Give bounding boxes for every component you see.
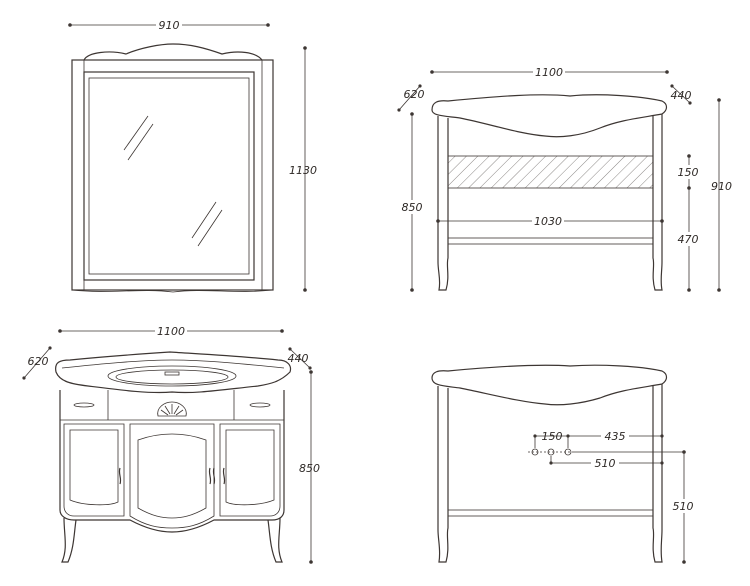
side-view-top: 1100 620 440 850 1030 xyxy=(397,65,732,292)
mirror-width-dimension: 910 xyxy=(68,18,270,32)
side-top-depth-right-dimension: 440 xyxy=(670,84,692,105)
front-door-right xyxy=(219,423,281,517)
side-top-band-label: 150 xyxy=(678,166,699,179)
front-depth-left-dimension: 620 xyxy=(22,346,52,380)
rear-view: 150 435 510 510 xyxy=(431,364,696,564)
rear-pipe-span-label: 510 xyxy=(595,457,616,470)
side-top-width-label: 1100 xyxy=(535,66,563,79)
front-depth-right-label: 440 xyxy=(288,352,309,365)
front-height-dimension: 850 xyxy=(299,370,320,564)
front-top xyxy=(55,351,292,394)
side-top-depth-left-dimension: 620 xyxy=(397,84,425,112)
front-width-label: 1100 xyxy=(157,325,185,338)
front-door-left xyxy=(63,423,125,517)
mirror-height-label: 1130 xyxy=(289,164,317,177)
front-view: 1100 620 440 850 xyxy=(22,324,320,564)
side-top-depth-left-label: 620 xyxy=(404,88,425,101)
mirror-base xyxy=(71,289,274,293)
rear-pipe-gap-dimension: 150 xyxy=(533,430,570,448)
side-top-inner-width-dimension: 1030 xyxy=(436,214,664,228)
side-top-hatched-band xyxy=(447,155,654,189)
mirror-view: 910 1130 xyxy=(68,18,317,293)
side-top-width-dimension: 1100 xyxy=(430,65,669,79)
side-top-depth-right-label: 440 xyxy=(671,89,692,102)
front-basin xyxy=(107,365,237,387)
front-height-label: 850 xyxy=(299,462,320,475)
mirror-width-label: 910 xyxy=(159,19,180,32)
rear-pipe-offset-dimension: 435 xyxy=(567,429,664,448)
side-top-left-leg xyxy=(437,116,449,291)
side-top-vertical-dimensions: 150 470 xyxy=(676,154,700,292)
side-top-stretcher xyxy=(447,237,654,245)
rear-pipe-height-label: 510 xyxy=(673,500,694,513)
front-width-dimension: 1100 xyxy=(58,324,284,338)
mirror-outer-frame xyxy=(71,59,274,291)
rear-left-leg xyxy=(437,386,449,563)
side-top-total-height-label: 910 xyxy=(711,180,732,193)
mirror-reflection-marks xyxy=(123,115,223,247)
side-top-right-leg xyxy=(652,114,663,291)
front-door-handles xyxy=(118,467,226,485)
rear-pipe-offset-label: 435 xyxy=(605,430,626,443)
rear-pipe-markers xyxy=(528,448,574,456)
rear-stretcher xyxy=(447,509,654,517)
rear-pipe-span-dimension: 510 xyxy=(549,456,664,470)
front-drawer-handle-left xyxy=(73,402,95,408)
side-top-total-height-dimension: 910 xyxy=(711,98,732,292)
rear-top xyxy=(431,364,668,406)
side-top-height-label: 850 xyxy=(402,201,423,214)
front-depth-left-label: 620 xyxy=(28,355,49,368)
mirror-inner-frame xyxy=(83,71,255,281)
mirror-crown xyxy=(83,43,263,61)
front-door-center xyxy=(129,423,215,529)
rear-pipe-gap-label: 150 xyxy=(542,430,563,443)
side-top-height-dimension: 850 xyxy=(398,112,424,292)
front-left-leg xyxy=(61,517,77,563)
rear-pipe-height-dimension: 510 xyxy=(574,450,696,564)
side-top-basin xyxy=(431,94,668,138)
rear-right-leg xyxy=(652,384,663,563)
front-depth-right-dimension: 440 xyxy=(288,347,312,370)
front-cabinet-body xyxy=(59,390,285,533)
mirror-height-dimension: 1130 xyxy=(289,46,317,292)
front-ornament xyxy=(157,401,187,417)
side-top-lower-label: 470 xyxy=(678,233,699,246)
front-right-leg xyxy=(267,517,283,563)
side-top-inner-width-label: 1030 xyxy=(534,215,562,228)
front-drawer-handle-right xyxy=(249,402,271,408)
